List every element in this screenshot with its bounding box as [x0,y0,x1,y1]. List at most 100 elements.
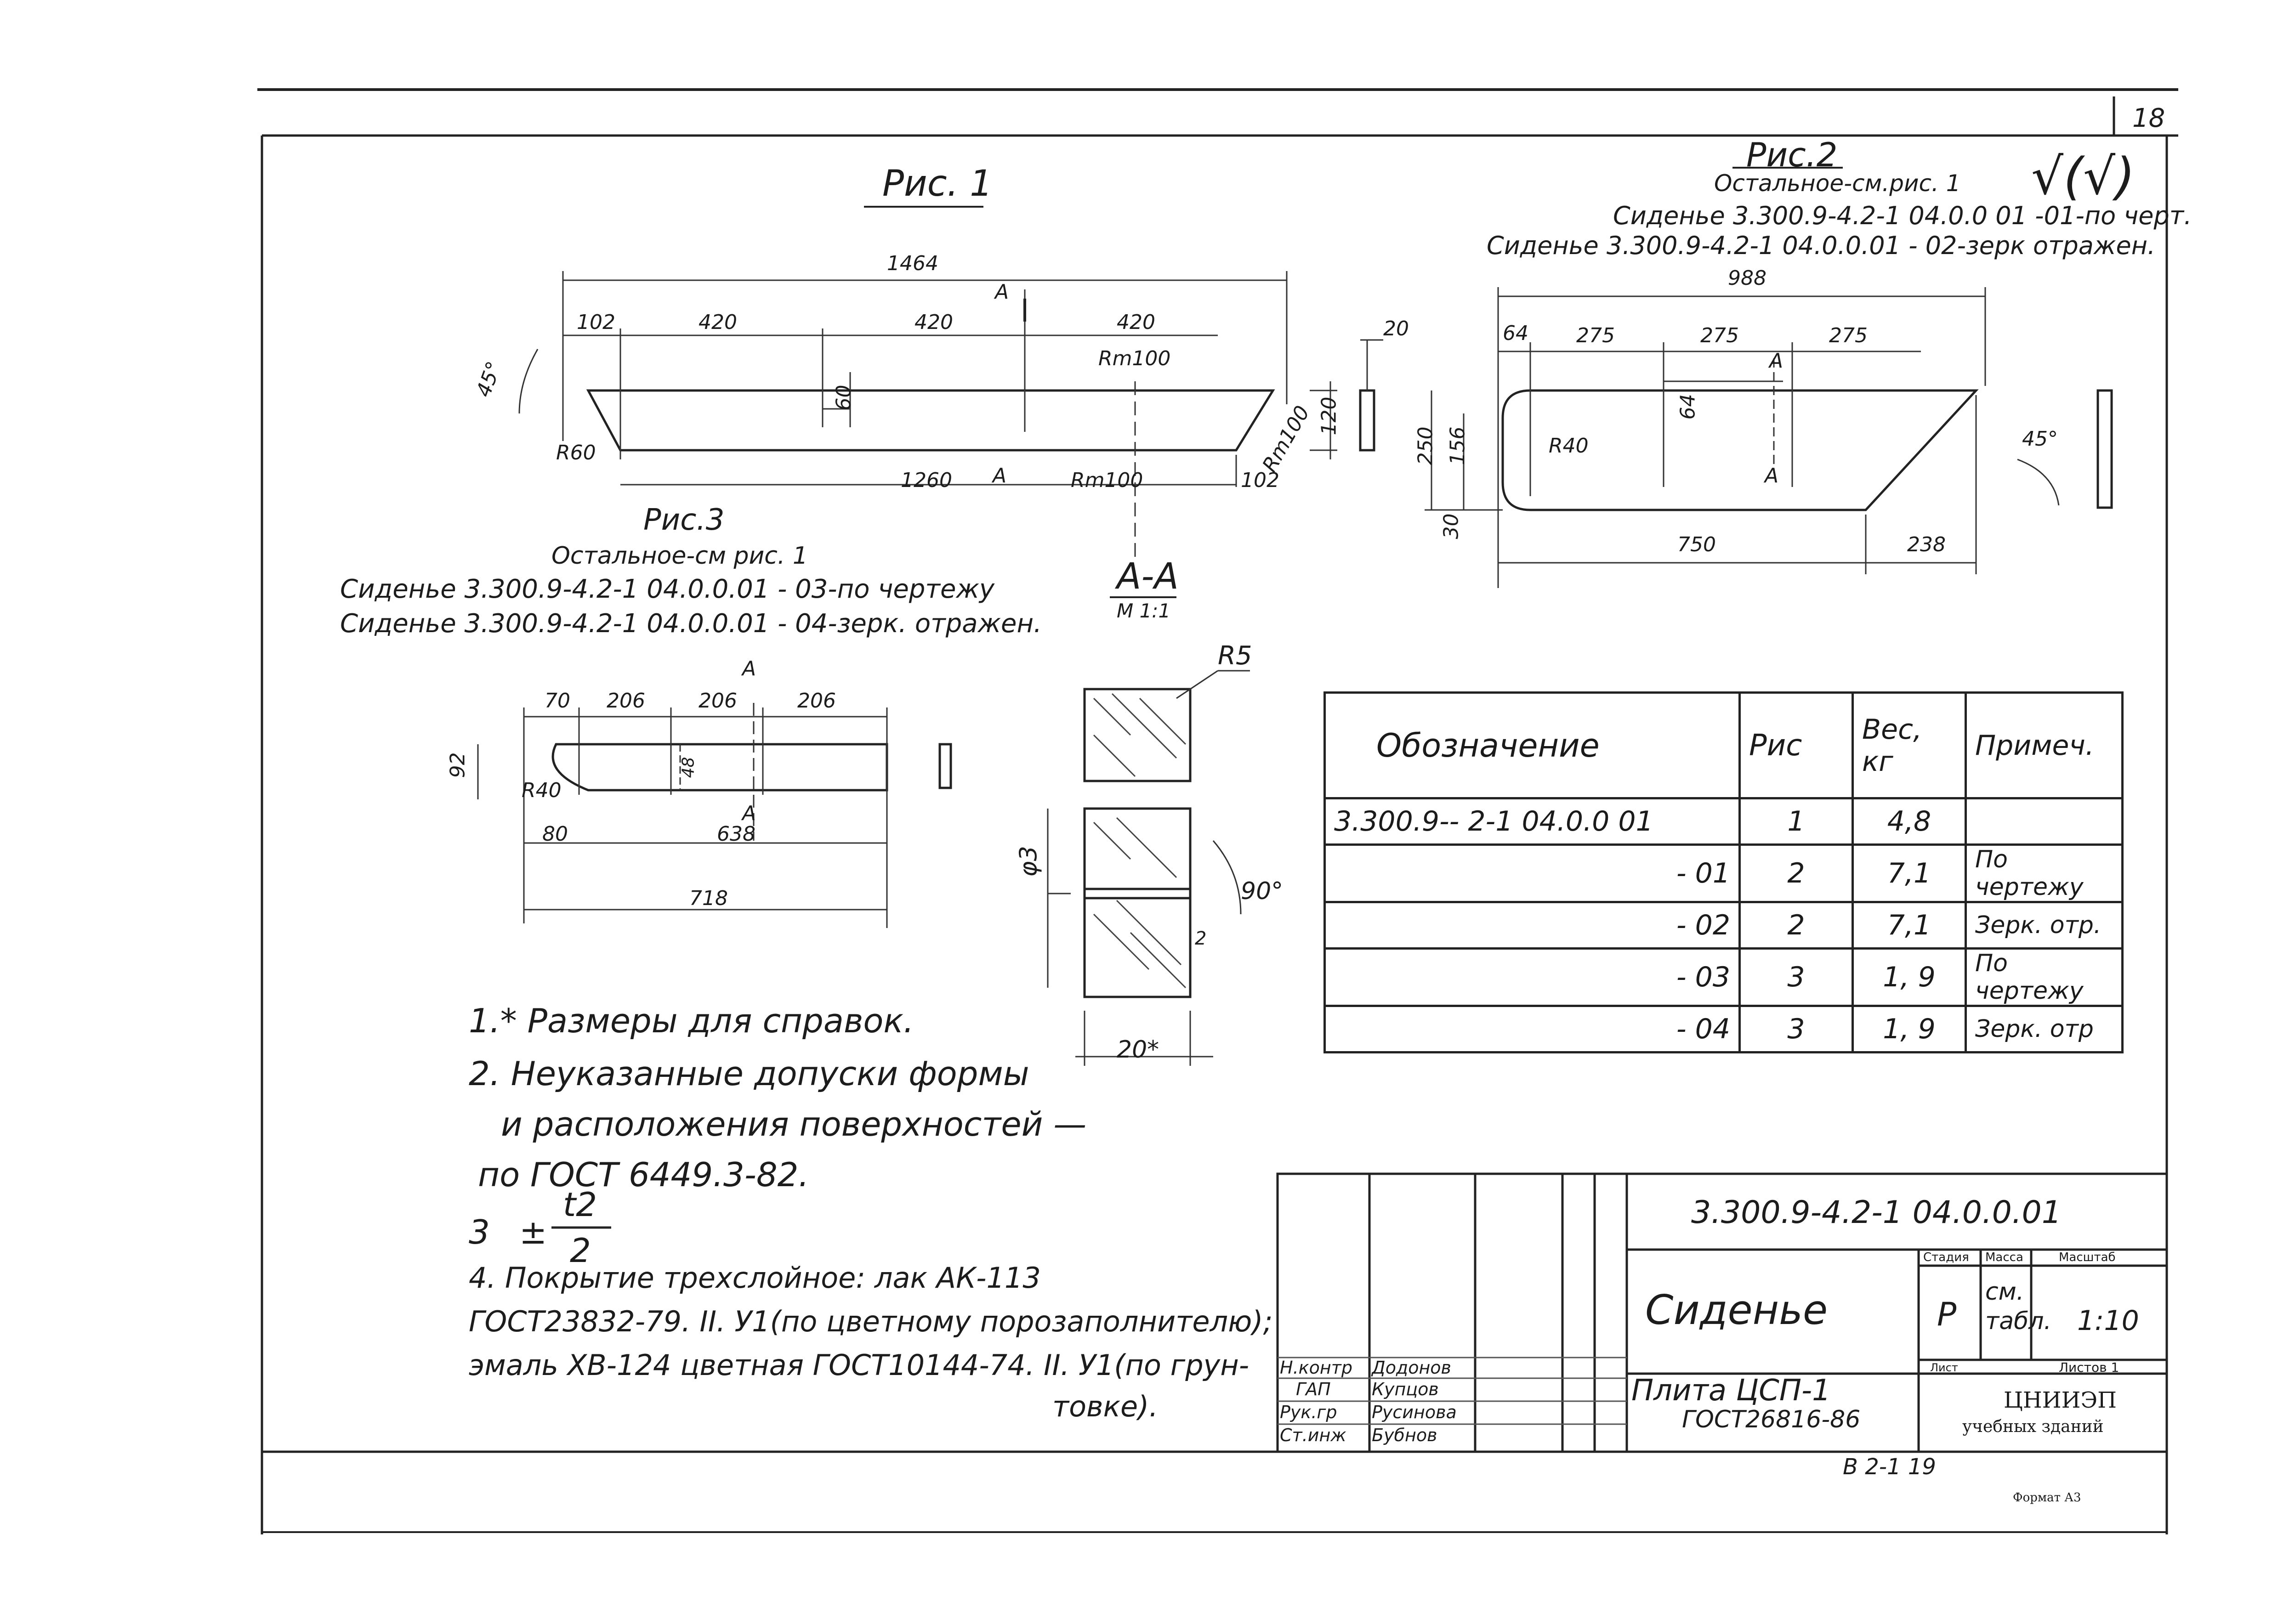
note-4-line-4: товке). [1052,1390,1159,1423]
spec-cell: 3 [1738,1005,1854,1053]
fig1-dim-102b: 102 [1241,469,1279,492]
spec-cell: 3.300.9-- 2-1 04.0.0 01 [1323,797,1741,846]
fig3-dim-70: 70 [545,689,570,713]
note-2-line-3: по ГОСТ 6449.3-82. [478,1155,809,1194]
fig2-caption-3: Сиденье 3.300.9-4.2-1 04.0.0.01 - 02-зер… [1487,231,2156,260]
tb-stage: Р [1937,1296,1957,1333]
fig1-section-mark-top: A [995,280,1009,304]
spec-header-designation: Обозначение [1323,691,1741,799]
fig2-dim-275a: 275 [1576,324,1615,347]
fig3-dim-206b: 206 [699,689,737,713]
spec-cell: 2 [1738,901,1854,950]
fig3-title: Рис.3 [643,503,725,537]
table-row: - 04 3 1, 9 Зерк. отр [1323,1005,2124,1053]
table-row: - 02 2 7,1 Зерк. отр. [1323,901,2124,950]
fig2-dim-angle: 45° [2022,427,2058,451]
fig3-dim-718: 718 [689,887,728,910]
fig2-dim-r40: R40 [1549,434,1589,458]
tb-sheet-label: Лист [1930,1361,1958,1374]
table-row: - 03 3 1, 9 По чертежу [1323,947,2124,1007]
note-2-line-1: 2. Неуказанные допуски формы [469,1054,1029,1093]
fig1-dim-r60: R60 [556,441,596,464]
note-3-numerator: t2 [563,1185,597,1224]
fig3-caption-2: Сиденье 3.300.9-4.2-1 04.0.0.01 - 03-по … [340,574,995,604]
spec-cell: По чертежу [1965,843,2124,903]
table-row: 3.300.9-- 2-1 04.0.0 01 1 4,8 [1323,797,2124,846]
fig1-dim-overall: 1464 [887,252,938,275]
note-4-line-2: ГОСТ23832-79. II. У1(по цветному порозап… [469,1305,1273,1338]
tb-name-4: Бубнов [1372,1425,1437,1445]
fig2-dim-275c: 275 [1829,324,1868,347]
fig3-section-mark-bottom: A [742,802,756,825]
spec-cell: Зерк. отр. [1965,901,2124,950]
fig3-dim-r40: R40 [522,779,562,802]
approval-mark: √(√) [2031,147,2136,206]
note-4-line-3: эмаль ХВ-124 цветная ГОСТ10144-74. II. У… [469,1348,1250,1382]
tb-name-2: Купцов [1372,1379,1439,1399]
fig2-dim-750: 750 [1677,533,1716,556]
section-scale: М 1:1 [1117,600,1171,622]
fig1-dim-420b: 420 [914,311,953,334]
tb-scale: 1:10 [2077,1305,2139,1337]
spec-header-fig: Рис [1738,691,1854,799]
note-2-line-2: и расположения поверхностей — [501,1105,1087,1143]
fig2-section-mark-bottom: A [1765,464,1779,487]
fig3-caption-3: Сиденье 3.300.9-4.2-1 04.0.0.01 - 04-зер… [340,609,1042,639]
fig3-dim-206a: 206 [607,689,645,713]
fig1-dim-rm100a: Rm100 [1098,347,1171,370]
tb-format: Формат А3 [2013,1491,2081,1505]
note-3-plusminus: ± [519,1213,547,1251]
spec-cell: 2 [1738,843,1854,903]
fig2-dim-h64: 64 [1676,394,1700,420]
tb-material-2: ГОСТ26816-86 [1682,1406,1861,1433]
specification-table: Обозначение Рис Вес, кг Примеч. 3.300.9-… [1323,691,2124,1053]
fig2-caption-1: Остальное-см.рис. 1 [1714,170,1961,197]
fig3-dim-206c: 206 [797,689,836,713]
note-3-number: 3 [469,1213,490,1251]
spec-cell: По чертежу [1965,947,2124,1007]
fig1-dim-420a: 420 [699,311,737,334]
fig1-dim-420c: 420 [1117,311,1155,334]
fig2-dim-h250: 250 [1414,426,1437,465]
section-angle: 90° [1241,877,1284,905]
fig1-dim-h60: 60 [832,385,856,411]
fig1-dim-102a: 102 [577,311,615,334]
tb-sheets-label: Листов 1 [2059,1360,2119,1375]
section-title: А-А [1117,556,1179,597]
table-row: - 01 2 7,1 По чертежу [1323,843,2124,903]
spec-cell: 1 [1738,797,1854,846]
tb-role-4: Ст.инж [1280,1425,1346,1445]
fig2-title: Рис.2 [1746,136,1838,174]
tb-mass: см. табл. [1985,1278,2051,1335]
section-phi3: φ3 [1015,846,1043,877]
fig2-dim-238: 238 [1907,533,1946,556]
note-4-line-1: 4. Покрытие трехслойное: лак АК-113 [469,1261,1041,1295]
tb-footer-code: В 2-1 19 [1843,1454,1936,1480]
spec-cell: Зерк. отр [1965,1005,2124,1053]
section-r5: R5 [1218,641,1252,671]
fig3-section-mark-top: A [742,657,756,680]
tb-role-3: Рук.гр [1280,1402,1337,1422]
fig2-section-mark-top: A [1769,349,1783,373]
spec-cell: 4,8 [1852,797,1967,846]
fig3-dim-80: 80 [542,822,568,846]
fig3-dim-h92: 92 [446,752,470,778]
spec-header-note: Примеч. [1965,691,2124,799]
spec-header-weight: Вес, кг [1852,691,1967,799]
fig1-section-mark-bottom: A [993,464,1007,487]
fig1-dim-t20: 20 [1383,317,1409,340]
fig2-dim-h156: 156 [1446,426,1470,465]
fig2-dim-h30: 30 [1439,513,1463,539]
fig1-title: Рис. 1 [882,163,993,204]
tb-org-1: ЦНИИЭП [2004,1387,2117,1413]
fig2-dim-64: 64 [1503,322,1528,345]
spec-cell: - 02 [1323,901,1741,950]
section-dim-20: 20* [1117,1036,1159,1064]
tb-name-1: Додонов [1372,1358,1451,1378]
fig2-dim-275b: 275 [1700,324,1739,347]
spec-cell: 3 [1738,947,1854,1007]
tb-stage-label: Стадия [1923,1251,1969,1264]
tb-designation: 3.300.9-4.2-1 04.0.0.01 [1691,1194,2062,1231]
tb-scale-label: Масштаб [2059,1251,2116,1264]
